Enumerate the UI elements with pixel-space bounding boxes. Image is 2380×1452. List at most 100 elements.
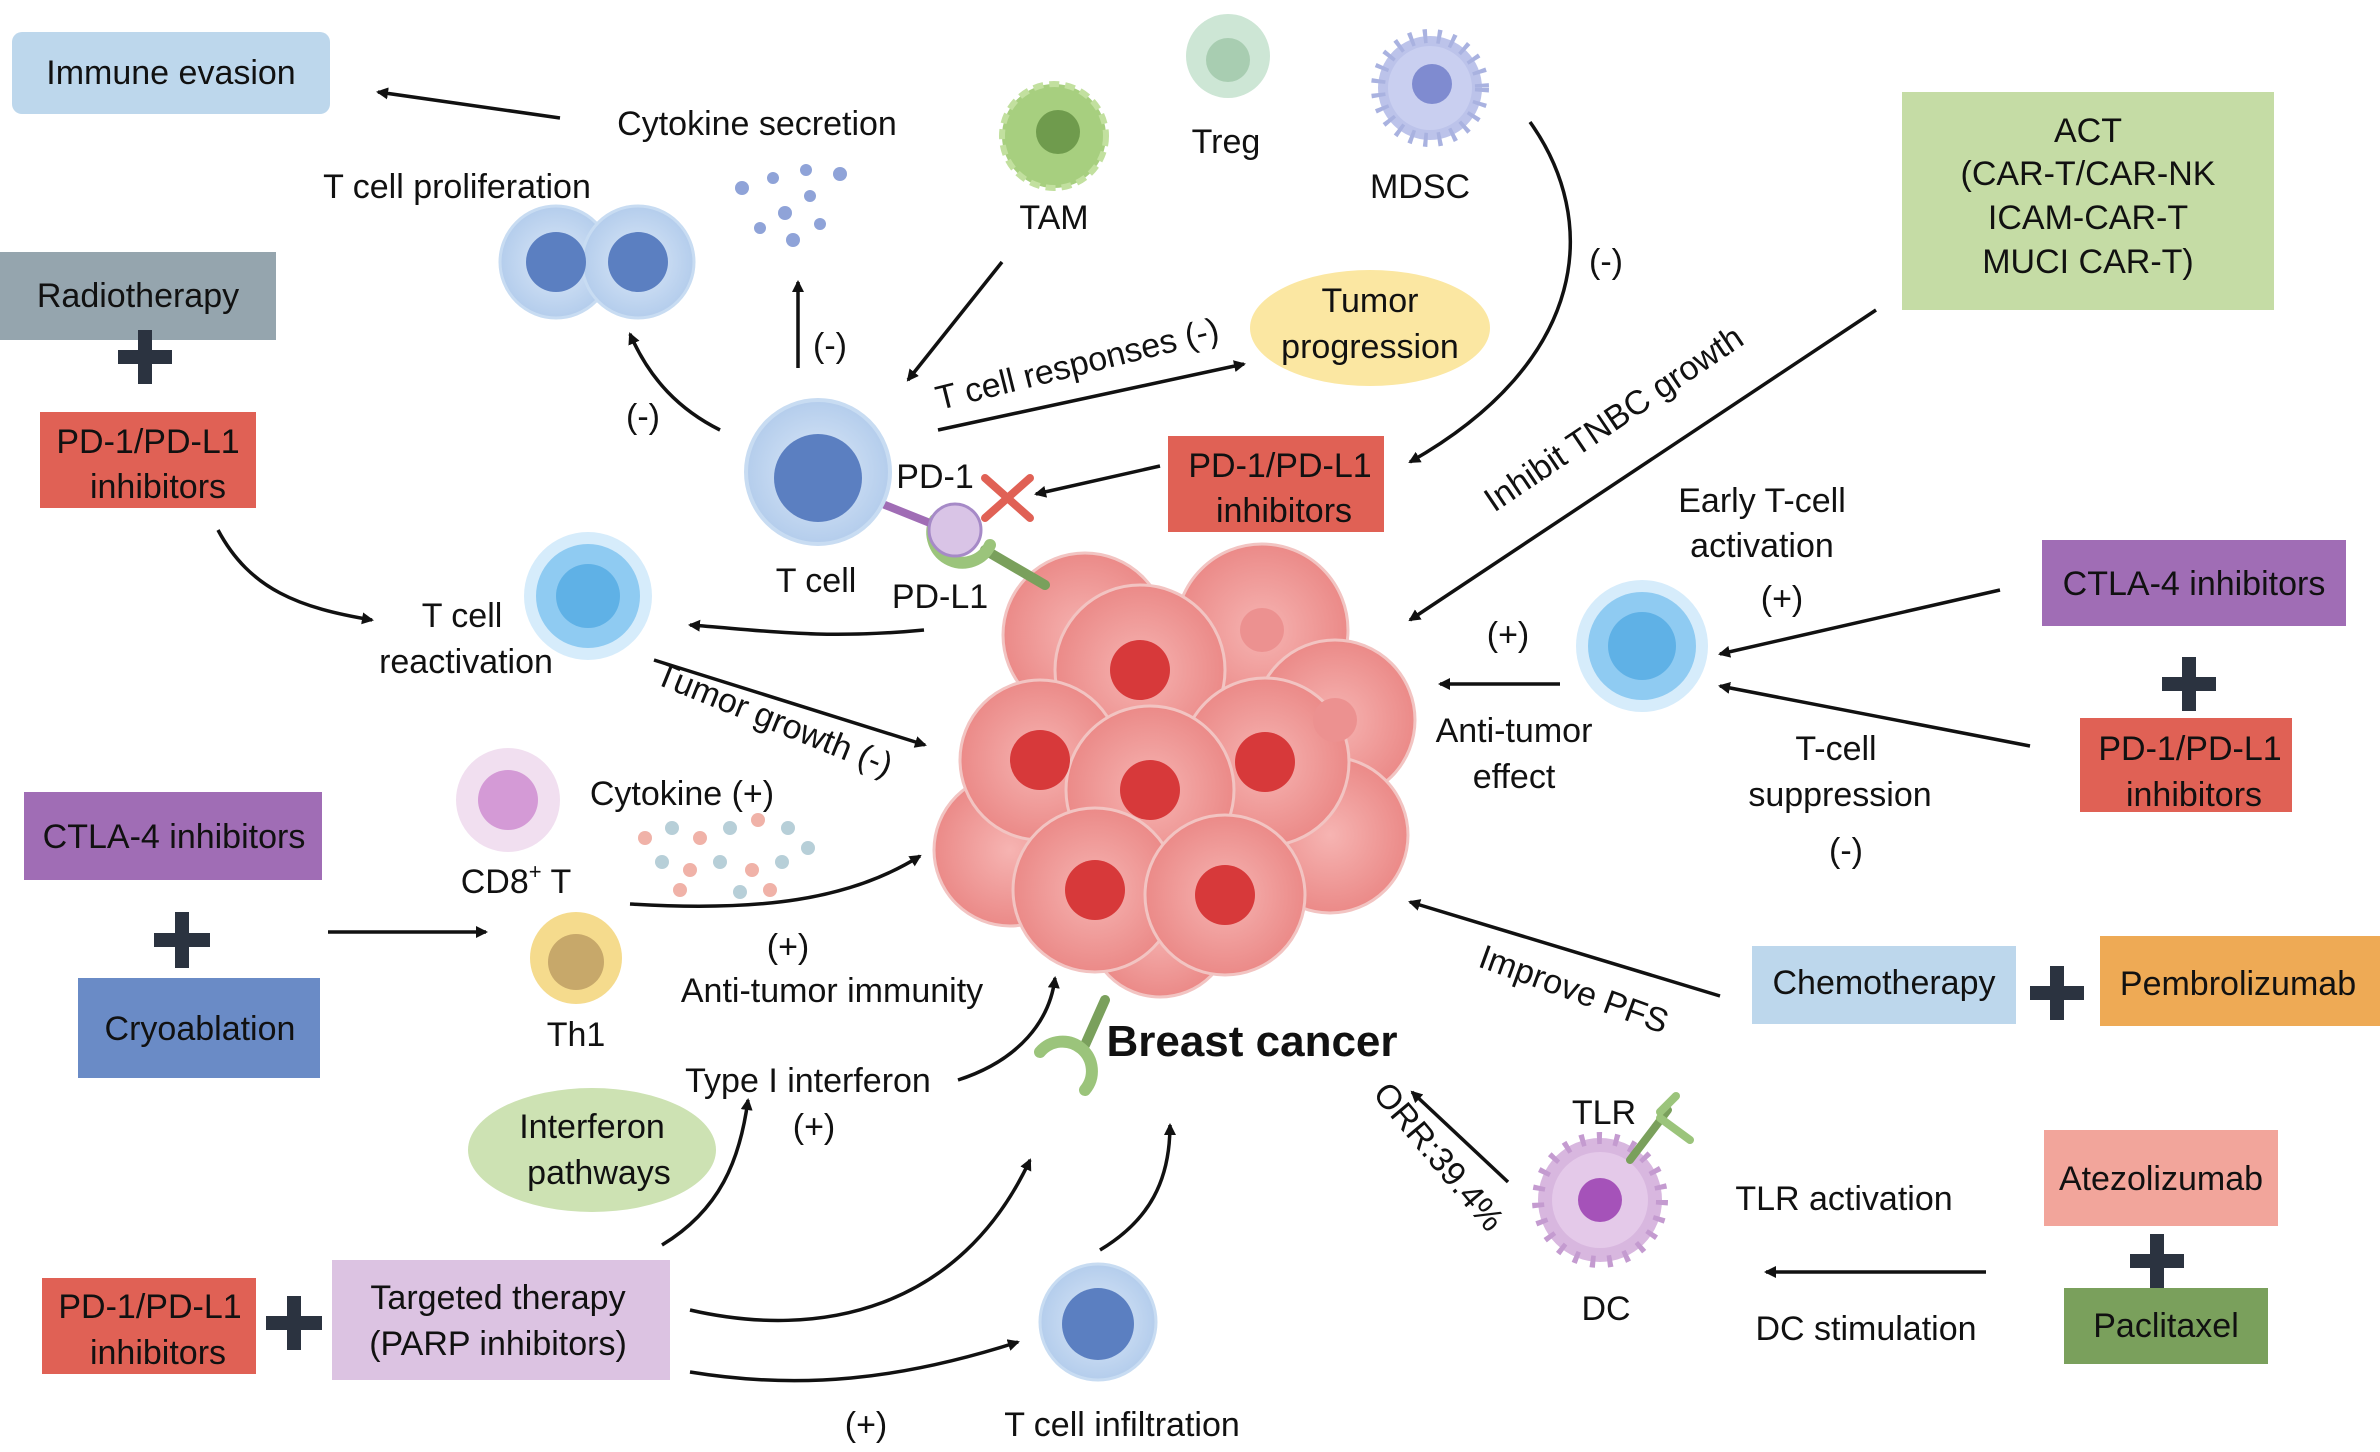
arrow-to-immune-evasion — [376, 87, 561, 120]
arrow-targeted-interferon — [661, 1098, 753, 1247]
svg-text:Interferon: Interferon — [519, 1108, 665, 1146]
interferon-pathways-ellipse: Interferon pathways — [468, 1088, 716, 1212]
cryoablation-box: Cryoablation — [78, 978, 320, 1078]
tam-label: TAM — [1019, 199, 1088, 237]
arrow-type1-interferon — [957, 976, 1060, 1082]
ctla4-inhibitors-box-right: CTLA-4 inhibitors — [2042, 540, 2346, 626]
tumor-growth-label: Tumor growth (-) — [650, 655, 898, 785]
svg-text:PD-1/PD-L1: PD-1/PD-L1 — [1188, 447, 1371, 485]
plus-icon — [118, 330, 172, 384]
svg-text:inhibitors: inhibitors — [90, 1334, 226, 1372]
svg-text:Chemotherapy: Chemotherapy — [1772, 964, 1995, 1002]
breast-cancer-cluster — [932, 542, 1417, 999]
t-cell-responses-label: T cell responses (-) — [932, 311, 1223, 418]
arrow-targeted-cancer — [689, 1158, 1032, 1323]
t-cell-suppression-label-1: T-cell — [1795, 730, 1876, 768]
svg-text:Paclitaxel: Paclitaxel — [2093, 1307, 2239, 1345]
suppression-minus-label: (-) — [1829, 832, 1863, 870]
arrow-radiotherapy — [216, 529, 374, 625]
arrow-ctla4-right — [1718, 588, 2001, 658]
anti-tumor-immunity-label: Anti-tumor immunity — [681, 972, 983, 1010]
plus-icon — [2130, 1234, 2184, 1288]
targeted-therapy-box: Targeted therapy (PARP inhibitors) — [332, 1260, 670, 1380]
antitumor-t-cell-icon — [1576, 580, 1708, 712]
dc-cell — [1532, 1092, 1694, 1268]
svg-text:PD-1/PD-L1: PD-1/PD-L1 — [58, 1288, 241, 1326]
pdl1-label: PD-L1 — [892, 578, 988, 616]
cytokine-dots — [735, 164, 847, 247]
arrow-targeted-infiltration — [689, 1339, 1020, 1383]
pd1-inhibitors-box-top-left: PD-1/PD-L1 inhibitors — [40, 412, 256, 508]
tlr-label: TLR — [1572, 1094, 1636, 1132]
anti-tumor-effect-label-2: effect — [1473, 758, 1556, 796]
anti-tumor-effect-label-1: Anti-tumor — [1436, 712, 1593, 750]
svg-text:ACT: ACT — [2054, 112, 2122, 150]
arrow-pdl1-reactivation — [688, 619, 925, 637]
antitumor-plus-label: (+) — [1487, 616, 1530, 654]
arrow-improve-pfs — [1408, 899, 1721, 998]
cytokine-minus-label: (-) — [813, 327, 847, 365]
dc-label: DC — [1581, 1290, 1630, 1328]
cd8-t-cell — [456, 748, 560, 852]
arrow-tumor-growth — [653, 658, 927, 748]
t-cell-main — [744, 398, 892, 546]
svg-text:Cryoablation: Cryoablation — [105, 1010, 296, 1048]
treg-label: Treg — [1192, 123, 1261, 161]
t-cell-proliferation-label: T cell proliferation — [323, 168, 591, 206]
t-cell-reactivation-label-1: T cell — [422, 597, 503, 635]
act-box: ACT (CAR-T/CAR-NK ICAM-CAR-T MUCI CAR-T) — [1902, 92, 2274, 310]
th1-label: Th1 — [547, 1016, 606, 1054]
pd1-inhibitors-box-bottom: PD-1/PD-L1 inhibitors — [42, 1278, 256, 1374]
mdsc-cell — [1371, 29, 1489, 147]
t-cell-reactivation-icon — [524, 532, 652, 660]
radiotherapy-box: Radiotherapy — [0, 252, 276, 340]
svg-text:inhibitors: inhibitors — [2126, 776, 2262, 814]
svg-text:CTLA-4 inhibitors: CTLA-4 inhibitors — [2063, 565, 2326, 603]
svg-text:(CAR-T/CAR-NK: (CAR-T/CAR-NK — [1961, 155, 2216, 193]
svg-text:MUCI CAR-T): MUCI CAR-T) — [1982, 243, 2194, 281]
t-cell-infiltration-icon — [1038, 1262, 1158, 1382]
plus-icon — [2162, 657, 2216, 711]
breast-cancer-label: Breast cancer — [1106, 1017, 1397, 1066]
svg-text:PD-1/PD-L1: PD-1/PD-L1 — [2098, 730, 2281, 768]
arrow-pd1-right — [1718, 682, 2031, 748]
svg-text:Atezolizumab: Atezolizumab — [2059, 1160, 2263, 1198]
svg-text:Immune evasion: Immune evasion — [46, 54, 295, 92]
svg-text:progression: progression — [1281, 328, 1459, 366]
type1-interferon-label: Type I interferon — [685, 1062, 931, 1100]
plus-icon — [266, 1296, 322, 1350]
svg-text:inhibitors: inhibitors — [1216, 492, 1352, 530]
atezolizumab-box: Atezolizumab — [2044, 1130, 2278, 1226]
t-cell-suppression-label-2: suppression — [1748, 776, 1931, 814]
pd1-label: PD-1 — [896, 458, 973, 496]
t-cell-reactivation-label-2: reactivation — [379, 643, 553, 681]
svg-text:(PARP inhibitors): (PARP inhibitors) — [369, 1325, 627, 1363]
pd1-inhibitors-box-center: PD-1/PD-L1 inhibitors — [1168, 436, 1384, 532]
infiltration-plus-label: (+) — [845, 1406, 888, 1444]
tumor-progression-ellipse: Tumor progression — [1250, 270, 1490, 386]
pd1-receptor — [881, 501, 983, 558]
cytokine-plus-dots — [638, 813, 815, 899]
t-cell-proliferation-icon — [498, 204, 696, 320]
arrow-cytokine-cancer — [629, 854, 922, 909]
early-t-cell-label-1: Early T-cell — [1678, 482, 1846, 520]
plus-icon — [154, 912, 210, 968]
chemotherapy-box: Chemotherapy — [1752, 946, 2016, 1024]
svg-text:PD-1/PD-L1: PD-1/PD-L1 — [56, 423, 239, 461]
t-cell-label: T cell — [776, 562, 857, 600]
svg-text:Tumor: Tumor — [1322, 282, 1419, 320]
paclitaxel-box: Paclitaxel — [2064, 1288, 2268, 1364]
tam-cell — [999, 81, 1109, 191]
block-x-icon — [981, 474, 1034, 522]
arrow-to-proliferation — [628, 332, 721, 432]
plus-icon — [2030, 966, 2084, 1020]
arrow-mdsc — [1408, 120, 1573, 464]
pd1-inhibitors-box-right: PD-1/PD-L1 inhibitors — [2080, 718, 2292, 814]
immune-evasion-box: Immune evasion — [12, 32, 330, 114]
t-cell-infiltration-label: T cell infiltration — [1004, 1406, 1240, 1444]
cytokine-secretion-label: Cytokine secretion — [617, 105, 897, 143]
cd8-t-label: CD8+ T — [461, 859, 572, 901]
interferon-plus-label: (+) — [793, 1108, 836, 1146]
tlr-activation-label: TLR activation — [1735, 1180, 1952, 1218]
